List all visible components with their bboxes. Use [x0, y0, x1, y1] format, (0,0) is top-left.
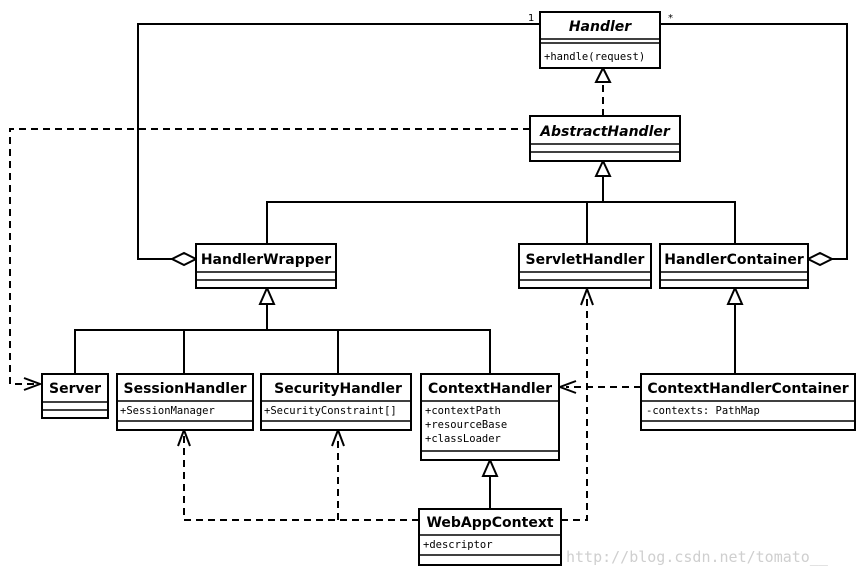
class-name: SessionHandler: [124, 381, 247, 397]
generalization-arrow-handlercontainer: [726, 285, 744, 305]
watermark-text: http://blog.csdn.net/tomato__: [566, 548, 829, 566]
class-member: -contexts: PathMap: [646, 405, 760, 417]
class-handler-container: HandlerContainer: [659, 243, 809, 289]
class-member: +resourceBase: [425, 419, 507, 431]
class-abstract-handler: AbstractHandler: [529, 115, 681, 162]
edge-generalization-handlerwrapper: [74, 329, 491, 374]
realization-arrow-handler: [594, 65, 612, 83]
aggregation-diamond-handlerwrapper: [169, 251, 199, 267]
edge-handlercontainer-aggregates-handler: [660, 23, 848, 260]
class-name: SecurityHandler: [274, 381, 402, 397]
class-security-handler: SecurityHandler +SecurityConstraint[]: [260, 373, 412, 431]
aggregation-diamond-handlercontainer: [805, 251, 835, 267]
class-member: +classLoader: [425, 433, 501, 445]
class-handler-wrapper: HandlerWrapper: [195, 243, 337, 289]
edge-webappcontext-depends-servlethandler: [561, 296, 588, 521]
class-name: ContextHandlerContainer: [647, 381, 848, 397]
class-server: Server: [41, 373, 109, 419]
class-context-handler-container: ContextHandlerContainer -contexts: PathM…: [640, 373, 856, 431]
class-name: ServletHandler: [526, 252, 645, 268]
multiplicity-one: 1: [528, 13, 534, 24]
class-name: Server: [49, 381, 101, 397]
multiplicity-many: *: [668, 13, 673, 24]
generalization-arrow-abstracthandler: [594, 158, 612, 177]
class-name: WebAppContext: [426, 515, 553, 531]
class-member: +descriptor: [423, 539, 493, 551]
class-name: HandlerContainer: [664, 252, 804, 268]
class-name: ContextHandler: [428, 381, 552, 397]
class-name: Handler: [569, 19, 632, 35]
dependency-arrow-server: [23, 377, 43, 391]
class-member: +SessionManager: [120, 405, 215, 417]
class-member: +SecurityConstraint[]: [264, 405, 397, 417]
edge-server-depends-abstracthandler: [9, 128, 530, 385]
class-handler: Handler +handle(request): [539, 11, 661, 69]
edge-generalization-abstracthandler: [266, 201, 736, 244]
generalization-arrow-handlerwrapper: [258, 285, 276, 305]
class-session-handler: SessionHandler +SessionManager: [116, 373, 254, 431]
class-servlet-handler: ServletHandler: [518, 243, 652, 289]
class-name: AbstractHandler: [539, 124, 671, 140]
class-member: +handle(request): [544, 51, 645, 63]
class-webapp-context: WebAppContext +descriptor: [418, 508, 562, 566]
class-name: HandlerWrapper: [201, 252, 331, 268]
class-member: +contextPath: [425, 405, 501, 417]
edge-handlerwrapper-aggregates-handler: [137, 23, 540, 260]
class-context-handler: ContextHandler +contextPath +resourceBas…: [420, 373, 560, 461]
edge-webappcontext-depends-sessionhandler: [183, 436, 419, 521]
generalization-arrow-contexthandler: [481, 457, 499, 477]
